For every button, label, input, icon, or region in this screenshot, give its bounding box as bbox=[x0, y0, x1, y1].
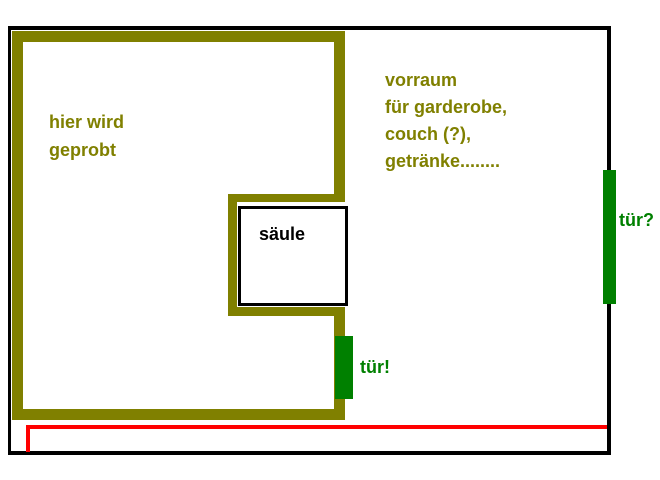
inner-door bbox=[335, 336, 353, 399]
pillar-label: säule bbox=[259, 224, 306, 244]
outer-door-label: tür? bbox=[619, 210, 654, 230]
foyer-label-1: vorraum bbox=[385, 70, 458, 90]
foyer-label-2: für garderobe, bbox=[385, 97, 508, 117]
foyer-label-3: couch (?), bbox=[385, 124, 471, 144]
rehearsal-label-1: hier wird bbox=[49, 112, 125, 132]
foyer-label-4: getränke........ bbox=[385, 151, 501, 171]
inner-door-label: tür! bbox=[360, 357, 390, 377]
outer-door bbox=[603, 170, 616, 304]
pillar bbox=[238, 206, 348, 306]
rehearsal-label-2: geprobt bbox=[49, 140, 116, 160]
